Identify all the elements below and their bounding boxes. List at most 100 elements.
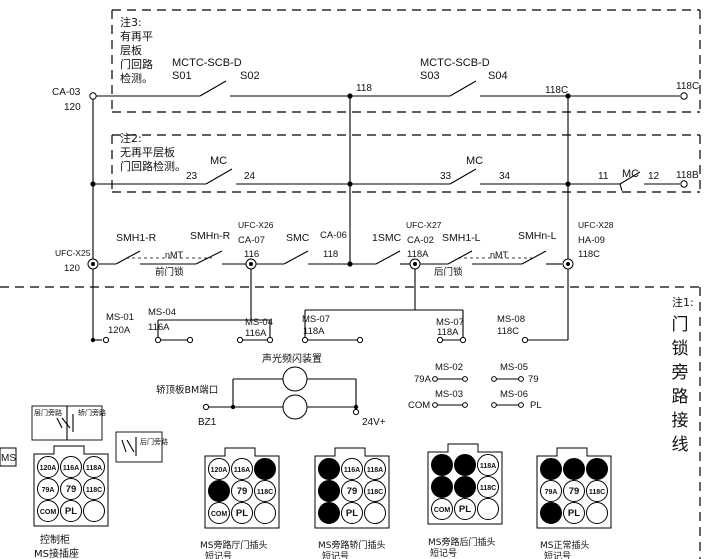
connector-pin-label: 116A xyxy=(63,465,79,472)
ms03-pin-b xyxy=(462,402,468,408)
ms01-label: MS-01 xyxy=(106,312,134,323)
row3-wires xyxy=(99,250,562,265)
ms06-label: MS-06 xyxy=(500,389,528,400)
connector-pin xyxy=(83,478,105,500)
ufc-x27-label: UFC-X27 xyxy=(406,220,442,230)
terminal-118c-label: 118C xyxy=(676,81,699,92)
note1-label: 注1: xyxy=(672,295,694,309)
mc3-label: MC xyxy=(622,168,639,180)
alarm-node-right xyxy=(353,404,359,410)
ms02-pin-b xyxy=(462,376,468,382)
c4-caption-0: MS正常插头 xyxy=(540,539,589,551)
junction-row2-left xyxy=(90,181,96,187)
connector-pin xyxy=(341,480,363,502)
c4-caption-1: 短记号 xyxy=(544,550,571,559)
n12-label: 12 xyxy=(648,171,660,182)
connector-pin xyxy=(231,458,253,480)
connector-pin xyxy=(318,502,340,524)
v79a-label: 79A xyxy=(414,374,432,385)
ms07a-end xyxy=(356,336,364,344)
note1-char-3: 路 xyxy=(672,387,689,407)
connector-pin-label: PL xyxy=(65,506,77,517)
ms07a-value: 118A xyxy=(303,326,325,337)
note3-box xyxy=(111,9,701,113)
connector-pin xyxy=(477,454,499,476)
n34-label: 34 xyxy=(499,171,511,182)
ufc-x28-terminal xyxy=(562,258,574,270)
row2-wires xyxy=(93,96,680,264)
junction-row3-118 xyxy=(347,261,353,267)
terminal-118b xyxy=(680,180,688,188)
ms05-pin-b xyxy=(518,376,524,382)
connector-pin-label: 118A xyxy=(480,463,496,470)
connector-pin xyxy=(477,476,499,498)
connector-pin xyxy=(318,480,340,502)
connector-pin-label: 116A xyxy=(344,467,360,474)
connector-pin-label: 118C xyxy=(589,489,605,496)
ms03-label: MS-03 xyxy=(435,389,463,400)
ufc-x26-label: UFC-X26 xyxy=(238,220,274,230)
ms-edge-box xyxy=(0,447,17,467)
connector-pin xyxy=(37,478,59,500)
connector-pin xyxy=(431,454,453,476)
connector-pin xyxy=(364,480,386,502)
connector-pin-label: 118C xyxy=(480,485,496,492)
connector-pin-label: 79 xyxy=(66,484,77,495)
ms04a-label: MS-04 xyxy=(148,307,176,318)
node-118-label: 118 xyxy=(356,83,372,94)
alarm-node-left xyxy=(230,404,236,410)
node-118c-label: 118C xyxy=(545,85,568,96)
wire-120-row3: 120 xyxy=(64,263,80,274)
ms02-label: MS-02 xyxy=(435,362,463,373)
n23-label: 23 xyxy=(186,171,198,182)
connector-pin xyxy=(454,454,476,476)
ms06-pin-a xyxy=(491,402,497,408)
bz1-terminal xyxy=(202,403,210,411)
connector-pin xyxy=(477,498,499,520)
ms-edge-label: MS xyxy=(1,453,16,464)
connector-pin xyxy=(540,480,562,502)
front-lock-label: 前门锁 xyxy=(155,266,184,278)
connector-pin-label: COM xyxy=(211,511,228,518)
symbol-rear: 后门旁路 xyxy=(140,437,168,446)
connector-pin-label: 79 xyxy=(237,486,248,497)
ha09-label: HA-09 xyxy=(578,235,605,246)
connector-pin xyxy=(208,502,230,524)
connector-pin xyxy=(586,502,608,524)
note3-line-4: 检测。 xyxy=(120,71,153,85)
smhnr-label: SMHn-R xyxy=(190,230,231,242)
connector-pin xyxy=(586,458,608,480)
mc1-label: MC xyxy=(210,155,227,167)
junction-row2-118c xyxy=(565,181,571,187)
connector-pin xyxy=(231,480,253,502)
ms01-end xyxy=(102,336,110,344)
connector-pin xyxy=(563,480,585,502)
smhnl-label: SMHn-L xyxy=(518,230,557,242)
connector-pin xyxy=(364,458,386,480)
connector-pin xyxy=(563,458,585,480)
c1-caption-0: MS旁路厅门插头 xyxy=(200,539,267,551)
note1-char-1: 锁 xyxy=(672,339,689,359)
note3-line-2: 层板 xyxy=(120,43,142,57)
connector-pin-label: PL xyxy=(236,508,248,519)
ms04b-value: 116A xyxy=(245,328,267,339)
c2-caption-1: 短记号 xyxy=(322,550,349,559)
ms04b-label: MS-04 xyxy=(245,317,273,328)
connector-pin-label: 79 xyxy=(569,486,580,497)
ms04b-end xyxy=(266,336,274,344)
ms08-pin xyxy=(521,336,529,344)
connector-pin xyxy=(454,498,476,520)
smh1r-label: SMH1-R xyxy=(116,232,157,244)
ms02-pin-a xyxy=(432,376,438,382)
connector-pin xyxy=(37,456,59,478)
c3-caption-1: 短记号 xyxy=(430,547,457,559)
switch-symbol-left xyxy=(31,405,103,441)
connector-pin xyxy=(37,500,59,522)
note1-char-0: 门 xyxy=(672,315,689,335)
ms04a-value: 116A xyxy=(148,322,170,333)
nmt1-label: nMT xyxy=(165,250,184,260)
connector-pin-label: COM xyxy=(40,509,57,516)
